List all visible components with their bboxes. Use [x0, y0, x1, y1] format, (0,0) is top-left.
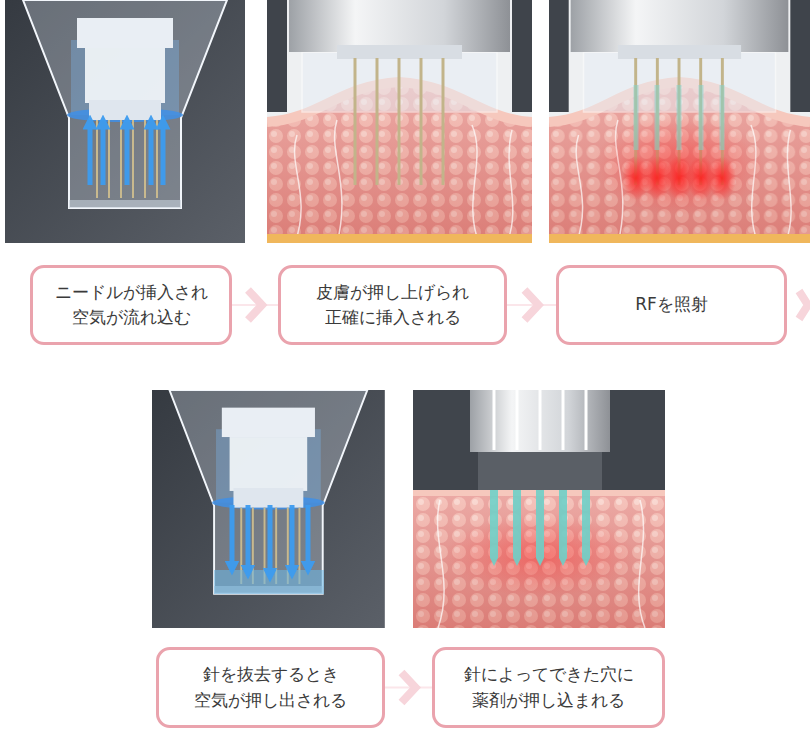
step-text: 皮膚が押し上げられ 正確に挿入される [293, 280, 492, 331]
step-text: ニードルが挿入され 空気が流れ込む [45, 280, 217, 331]
skin-panel [413, 390, 665, 628]
connector-line [385, 687, 432, 689]
handpiece-panel [152, 390, 385, 628]
step-box: RFを照射 [556, 265, 787, 345]
step-text: 針を抜去するとき 空気が押し出される [171, 662, 370, 713]
connector-line [507, 304, 556, 306]
handpiece-panel [5, 0, 245, 243]
continue-chevron [799, 291, 808, 319]
flow-arrow [507, 290, 556, 320]
rf-panel [549, 0, 810, 243]
chevron-head [525, 290, 539, 320]
step-box: ニードルが挿入され 空気が流れ込む [30, 265, 232, 345]
chevron-head [248, 290, 262, 320]
chevron-head [402, 673, 416, 703]
step-box: 針によってできた穴に 薬剤が押し込まれる [432, 647, 665, 728]
step-box: 皮膚が押し上げられ 正確に挿入される [278, 265, 507, 345]
step-text: 針によってできた穴に 薬剤が押し込まれる [447, 662, 650, 713]
flow-arrow [385, 673, 432, 703]
skin-panel [267, 0, 532, 243]
connector-line [232, 304, 278, 306]
step-text: RFを照射 [635, 292, 708, 318]
step-box: 針を抜去するとき 空気が押し出される [156, 647, 385, 728]
flow-arrow [232, 290, 278, 320]
